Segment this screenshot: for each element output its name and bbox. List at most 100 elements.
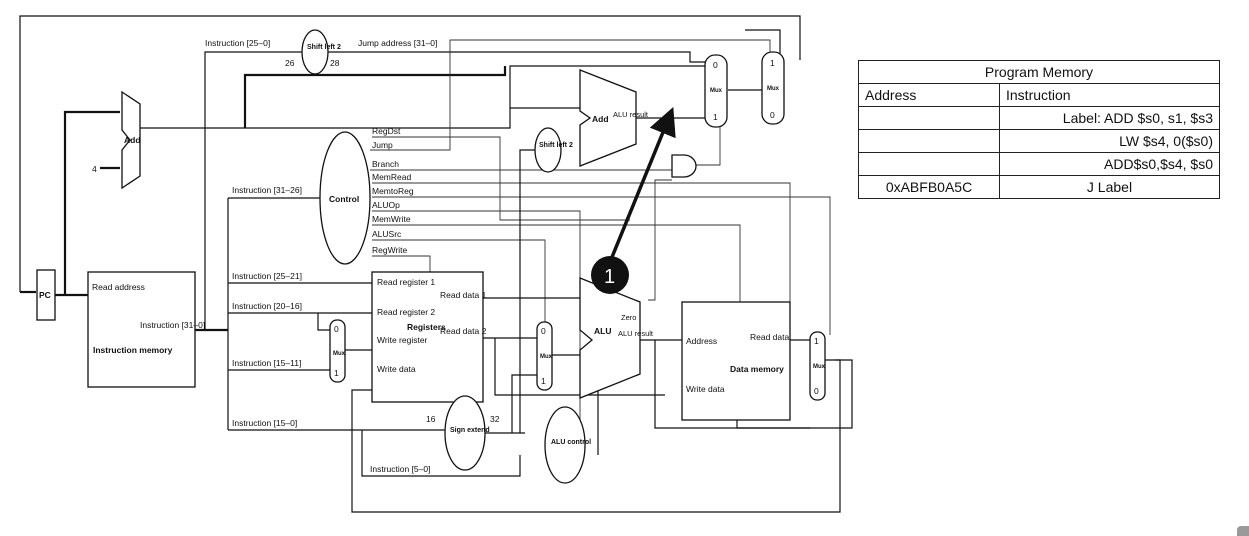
- instr-5-0-label: Instruction [5–0]: [370, 464, 430, 474]
- zero-to-and-wire: [648, 179, 672, 301]
- branch-label: Branch: [372, 159, 399, 169]
- address-label: Address: [686, 336, 717, 346]
- table-row: LW $s4, 0($s0): [858, 129, 1220, 153]
- jump-mux: [761, 51, 785, 125]
- alusrc-mux: [536, 321, 553, 391]
- row-address: 0xABFB0A5C: [858, 175, 1000, 199]
- shift-left-2-branch-label: Shift left 2: [539, 142, 573, 149]
- jump-mux-1: 1: [770, 58, 775, 68]
- memwrite-wire: [372, 224, 741, 302]
- pc-to-add-wire: [63, 110, 120, 295]
- imm-to-shift-wire: [519, 149, 535, 433]
- memtoreg-mux-label: Mux: [813, 364, 826, 370]
- pc-label: PC: [39, 290, 51, 300]
- memread-wire: [372, 182, 791, 335]
- zero-label: Zero: [621, 313, 636, 322]
- alusrc-wire: [372, 239, 546, 330]
- instr-15-11-label: Instruction [15–11]: [232, 358, 301, 368]
- jump-control-wire: [370, 39, 771, 151]
- instr-5-0-wire: [361, 430, 521, 477]
- regdst-mux-0: 0: [334, 324, 339, 334]
- branch-mux: [704, 54, 728, 128]
- branch-mux-0: 0: [713, 60, 718, 70]
- branch-mux-1: 1: [713, 112, 718, 122]
- row-address: [858, 106, 1000, 130]
- jump-mux-label: Mux: [767, 86, 780, 92]
- aluop-label: ALUOp: [372, 200, 400, 210]
- regdst-mux-1: 1: [334, 368, 339, 378]
- alusrc-mux-1: 1: [541, 376, 546, 386]
- instr-25-0-label: Instruction [25–0]: [205, 38, 270, 48]
- shift-left-2-branch: [534, 127, 562, 173]
- jump-address-wire: [328, 51, 705, 63]
- instruction-column-header: Instruction: [999, 83, 1220, 107]
- write-register-label: Write register: [377, 335, 428, 345]
- alu-label: ALU: [594, 326, 611, 336]
- alusrc-mux-0: 0: [541, 326, 546, 336]
- register-file: [371, 271, 484, 403]
- table-row: 0xABFB0A5C J Label: [858, 175, 1220, 199]
- mux-top-wire: [745, 29, 781, 60]
- row-address: [858, 152, 1000, 176]
- instr-25-21-label: Instruction [25–21]: [232, 271, 302, 281]
- callout-arrow: [608, 107, 676, 263]
- n28-label: 28: [330, 58, 340, 68]
- row-instruction: J Label: [999, 175, 1220, 199]
- regwrite-label: RegWrite: [372, 245, 408, 255]
- alu-control: [544, 406, 586, 484]
- read-address-label: Read address: [92, 282, 145, 292]
- rd2-to-write-data-wire: [494, 338, 665, 396]
- shift-left-2-top: [301, 29, 329, 75]
- rt-to-mux-wire: [317, 313, 330, 331]
- instr-20-16-label: Instruction [20–16]: [232, 301, 302, 311]
- jump-label: Jump: [372, 140, 393, 150]
- read-data-2-label: Read data 2: [440, 326, 487, 336]
- program-memory-table: Program Memory Address Instruction Label…: [858, 60, 1220, 199]
- callout-marker: [591, 256, 629, 294]
- program-memory-title-row: Program Memory: [858, 60, 1220, 84]
- instruction-memory: [87, 271, 196, 388]
- branch-and-gate: [671, 154, 697, 178]
- callout-number: 1: [604, 266, 615, 288]
- add-pc-adder: [121, 90, 141, 190]
- instr-25-0-wire: [204, 51, 302, 330]
- alusrc-label: ALUSrc: [372, 229, 402, 239]
- alusrc-mux-label: Mux: [540, 354, 553, 360]
- n32-label: 32: [490, 414, 500, 424]
- instruction-31-0-label: Instruction [31–0]: [140, 320, 205, 330]
- branch-alu-result-label: ALU result: [613, 110, 649, 119]
- table-row: ADD$s0,$s4, $s0: [858, 152, 1220, 176]
- scrollbar-corner[interactable]: [1237, 526, 1249, 536]
- pc-register: [36, 269, 56, 321]
- add-label: Add: [124, 135, 141, 145]
- jump-feedback-wire: [19, 15, 801, 292]
- n16-label: 16: [426, 414, 436, 424]
- regwrite-wire: [372, 255, 431, 272]
- shift-left-2-top-label: Shift left 2: [307, 44, 341, 51]
- memwrite-label: MemWrite: [372, 214, 411, 224]
- regdst-label: RegDst: [372, 126, 401, 136]
- four-label: 4: [92, 164, 97, 174]
- read-data-1-label: Read data 1: [440, 290, 487, 300]
- write-back-wire: [351, 359, 841, 513]
- row-instruction: Label: ADD $s0, s1, $s3: [999, 106, 1220, 130]
- read-register-1-label: Read register 1: [377, 277, 435, 287]
- row-instruction: LW $s4, 0($s0): [999, 129, 1220, 153]
- program-memory-title: Program Memory: [858, 60, 1220, 84]
- jump-mux-0: 0: [770, 110, 775, 120]
- read-data-label: Read data: [750, 332, 789, 342]
- and-to-mux-wire: [695, 120, 721, 166]
- memtoreg-mux-0: 0: [814, 386, 819, 396]
- instr-15-0-label: Instruction [15–0]: [232, 418, 297, 428]
- regdst-control-wire: [372, 136, 630, 221]
- data-memory: [681, 301, 791, 421]
- instr-31-26-label: Instruction [31–26]: [232, 185, 302, 195]
- address-column-header: Address: [858, 83, 1000, 107]
- regdst-mux-label: Mux: [333, 351, 346, 357]
- row-instruction: ADD$s0,$s4, $s0: [999, 152, 1220, 176]
- main-alu: [579, 277, 641, 399]
- branch-mux-label: Mux: [710, 88, 723, 94]
- instruction-memory-label: Instruction memory: [93, 345, 173, 355]
- regdst-mux: [329, 319, 346, 383]
- pc-plus-4-wire: [140, 65, 705, 129]
